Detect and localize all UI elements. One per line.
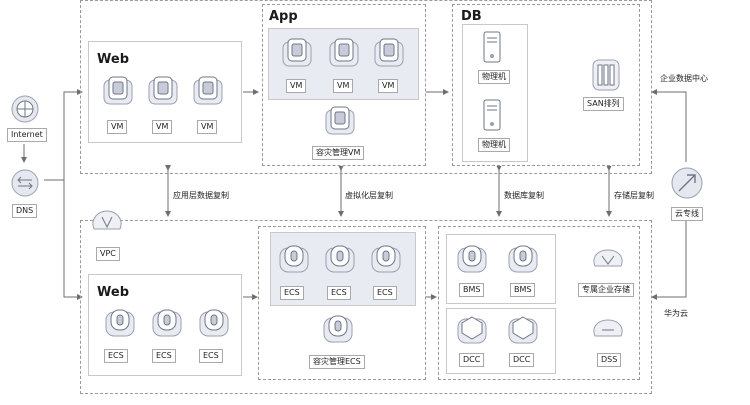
internet-label: Internet <box>7 128 47 142</box>
web-title: Web <box>97 52 129 67</box>
huawei-cloud-label: 华为云 <box>664 309 688 318</box>
web-vm-icon-2 <box>146 74 180 108</box>
app-ecs-icon-2 <box>323 242 357 276</box>
dcc-label-1: DCC <box>459 353 485 367</box>
web-ecs-icon-3 <box>197 306 231 340</box>
dns-label: DNS <box>12 204 38 218</box>
vpc-label: VPC <box>96 247 120 261</box>
dcc-icon-2 <box>506 313 540 347</box>
app-vm-icon-2 <box>327 36 361 70</box>
db-host-label-2: 物理机 <box>478 138 510 152</box>
san-icon <box>591 58 621 92</box>
app-title: App <box>269 9 298 24</box>
db-host-icon-1 <box>475 30 509 64</box>
datacenter-region <box>80 0 652 174</box>
app-dr-vm-icon <box>323 104 357 138</box>
web-vm-icon-3 <box>191 74 225 108</box>
app-vm-label-2: VM <box>333 79 354 93</box>
db-title: DB <box>461 9 482 24</box>
arrow-dns-web-bottom <box>63 180 83 300</box>
web-vm-label-2: VM <box>152 120 173 134</box>
bms-icon-2 <box>506 242 540 276</box>
app-dr-vm-label: 容灾管理VM <box>312 146 365 160</box>
san-label: SAN排列 <box>583 97 624 111</box>
db-host-icon-2 <box>475 98 509 132</box>
storage-layer-repl-label: 存储层复制 <box>614 191 654 200</box>
web-ecs-label-2: ECS <box>152 349 176 363</box>
dedicated-storage-icon <box>591 246 625 274</box>
datacenter-label: 企业数据中心 <box>660 74 708 83</box>
huawei-cloud-region <box>80 220 652 394</box>
app-dr-ecs-label: 容灾管理ECS <box>309 355 365 369</box>
web-title-bottom: Web <box>97 285 129 300</box>
web-ecs-label-3: ECS <box>199 349 223 363</box>
app-vm-icon-3 <box>372 36 406 70</box>
arrow-cloudline-hw <box>651 218 687 300</box>
dcc-icon-1 <box>455 313 489 347</box>
cloud-line-icon <box>670 166 704 200</box>
bms-label-2: BMS <box>510 283 536 297</box>
db-layer-repl-label: 数据库复制 <box>504 191 544 200</box>
vpc-icon <box>90 205 124 235</box>
app-vm-icon-1 <box>280 36 314 70</box>
app-ecs-label-2: ECS <box>327 286 351 300</box>
app-layer-repl-label: 应用层数据复制 <box>173 191 229 200</box>
web-vm-label-3: VM <box>197 120 218 134</box>
app-vm-label-1: VM <box>286 79 307 93</box>
virt-layer-repl-label: 虚拟化层复制 <box>345 191 393 200</box>
web-vm-label-1: VM <box>107 120 128 134</box>
app-ecs-icon-1 <box>277 242 311 276</box>
app-vm-label-3: VM <box>378 79 399 93</box>
dcc-label-2: DCC <box>509 353 535 367</box>
app-dr-ecs-icon <box>321 312 355 346</box>
web-vm-icon-1 <box>101 74 135 108</box>
dns-icon <box>10 168 40 198</box>
web-ecs-icon-2 <box>150 306 184 340</box>
app-ecs-label-1: ECS <box>280 286 304 300</box>
dedicated-storage-label: 专属企业存储 <box>578 283 634 297</box>
web-ecs-icon-1 <box>103 306 137 340</box>
app-ecs-label-3: ECS <box>373 286 397 300</box>
internet-icon <box>10 94 40 124</box>
dss-icon <box>591 316 625 344</box>
arrow-dns-web-top <box>44 89 83 181</box>
bms-label-1: BMS <box>459 283 485 297</box>
cloud-line-label: 云专线 <box>671 207 703 221</box>
app-ecs-icon-3 <box>369 242 403 276</box>
web-ecs-label-1: ECS <box>104 349 128 363</box>
db-host-label-1: 物理机 <box>478 70 510 84</box>
arrow-cloudline-dc <box>651 89 687 162</box>
dss-label: DSS <box>597 353 622 367</box>
bms-icon-1 <box>455 242 489 276</box>
